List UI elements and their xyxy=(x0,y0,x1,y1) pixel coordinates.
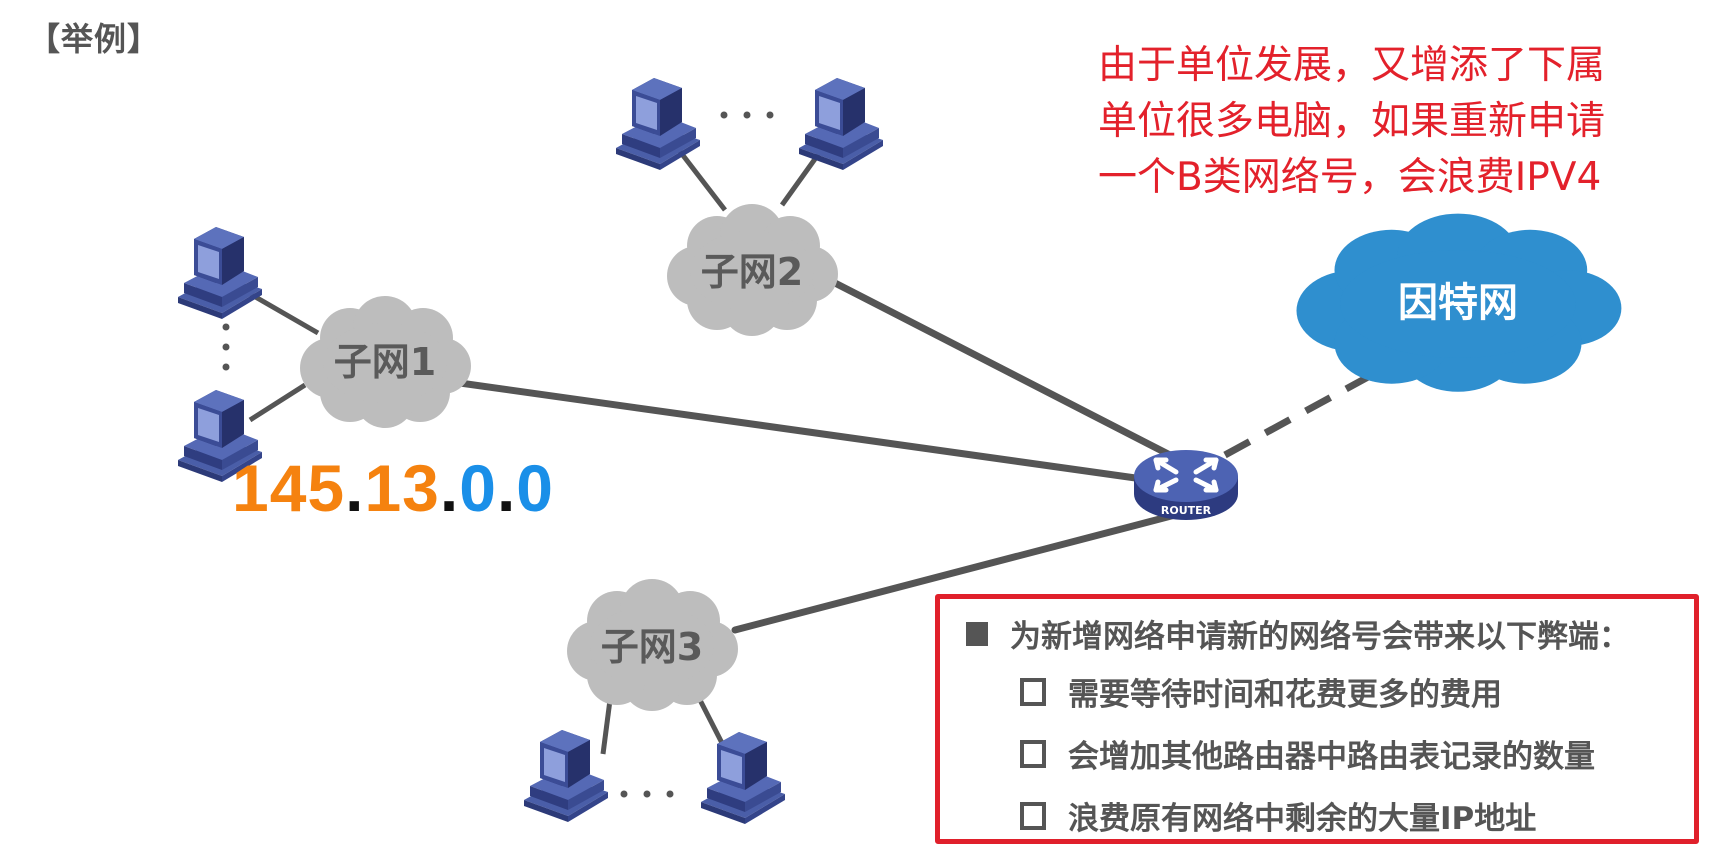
note-line: 一个B类网络号，会浪费IPV4 xyxy=(1098,155,1602,200)
drawbacks-heading-text: 为新增网络申请新的网络号会带来以下弊端： xyxy=(1010,619,1630,655)
ip-address: 145.13.0.0 xyxy=(232,450,554,526)
drawback-item: 需要等待时间和花费更多的费用 xyxy=(1020,669,1502,714)
checkbox-icon xyxy=(1020,739,1046,768)
ellipsis-icon xyxy=(222,323,230,371)
link-host xyxy=(248,382,307,423)
subnet-1: 子网1 xyxy=(178,227,471,482)
explanation-note: 由于单位发展，又增添了下属 单位很多电脑，如果重新申请 一个B类网络号，会浪费I… xyxy=(1098,38,1658,206)
subnet-label: 子网3 xyxy=(601,625,703,669)
ip-octet-4: 0 xyxy=(516,451,555,525)
router-icon xyxy=(1134,450,1238,502)
note-line: 由于单位发展，又增添了下属 xyxy=(1098,43,1606,88)
link-host xyxy=(697,698,726,747)
ip-octet-1: 145 xyxy=(232,451,346,525)
link-subnet1-router xyxy=(456,379,1154,484)
checkbox-icon xyxy=(1020,801,1046,830)
drawback-item: 浪费原有网络中剩余的大量IP地址 xyxy=(1020,793,1536,838)
ip-separator: . xyxy=(439,451,460,525)
drawback-text: 会增加其他路由器中路由表记录的数量 xyxy=(1068,739,1595,775)
ellipsis-icon xyxy=(620,790,674,798)
router: ROUTER xyxy=(1134,450,1238,520)
checkbox-icon xyxy=(1020,677,1046,706)
router-label: ROUTER xyxy=(1161,504,1212,517)
ip-separator: . xyxy=(496,451,517,525)
links xyxy=(456,279,1392,634)
subnet-label: 子网1 xyxy=(334,340,436,384)
drawbacks-heading: 为新增网络申请新的网络号会带来以下弊端： xyxy=(966,611,1630,656)
computer-icon xyxy=(701,732,785,824)
ellipsis-icon xyxy=(720,111,774,119)
link-subnet2-router xyxy=(831,279,1174,459)
drawback-text: 浪费原有网络中剩余的大量IP地址 xyxy=(1068,801,1537,837)
subnet-2: 子网2 xyxy=(616,78,883,336)
link-host xyxy=(600,699,613,755)
ip-octet-2: 13 xyxy=(364,451,440,525)
link-subnet3-router xyxy=(731,511,1179,634)
internet: 因特网 xyxy=(1296,213,1622,392)
note-line: 单位很多电脑，如果重新申请 xyxy=(1098,99,1606,144)
drawback-text: 需要等待时间和花费更多的费用 xyxy=(1068,677,1502,713)
link-router-internet xyxy=(1223,361,1392,459)
drawbacks-box: 为新增网络申请新的网络号会带来以下弊端： 需要等待时间和花费更多的费用 会增加其… xyxy=(935,594,1699,844)
subnet-label: 子网2 xyxy=(701,250,803,294)
drawback-item: 会增加其他路由器中路由表记录的数量 xyxy=(1020,731,1595,776)
internet-label: 因特网 xyxy=(1398,280,1518,326)
bullet-square-icon xyxy=(966,621,988,646)
ip-octet-3: 0 xyxy=(459,451,497,525)
slide-title: 【举例】 xyxy=(28,20,161,58)
ip-separator: . xyxy=(345,451,365,525)
computer-icon xyxy=(524,730,608,822)
computer-icon xyxy=(178,227,262,319)
computer-icon xyxy=(799,78,883,170)
computer-icon xyxy=(616,78,700,170)
subnet-3: 子网3 xyxy=(524,579,785,824)
